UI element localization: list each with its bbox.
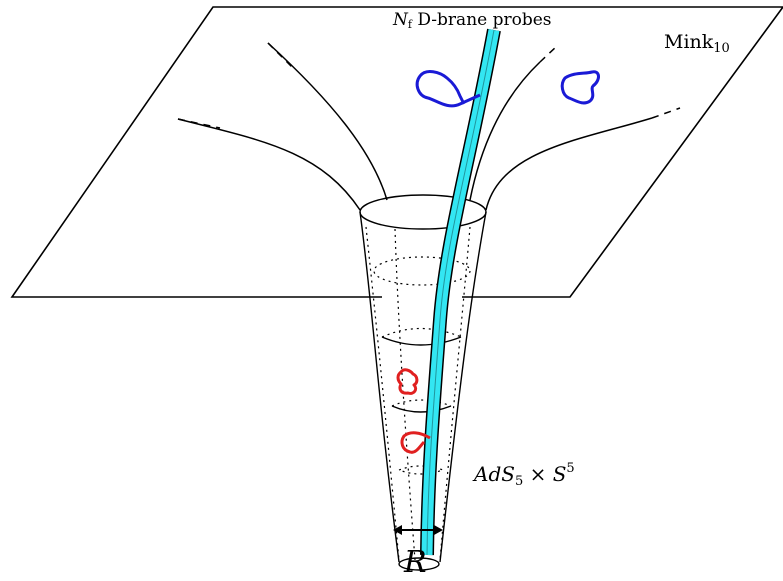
throat-mask (382, 292, 462, 302)
warped-line-left-mid (268, 43, 387, 200)
warped-line-left-outer (178, 119, 360, 210)
throat-outline-left (360, 212, 399, 562)
radius-label: R (403, 545, 427, 580)
radius-arrow (393, 525, 443, 535)
warped-lines (178, 43, 652, 210)
throat-rim (360, 195, 486, 229)
red-loop-closed (398, 370, 417, 394)
probes-label: Nf D-brane probes (392, 10, 552, 31)
minkowski-label: Mink10 (664, 31, 730, 56)
warped-line-dashes (178, 43, 680, 128)
warped-line-right-outer (486, 118, 652, 210)
ads-label: AdS5 × S5 (472, 461, 575, 489)
blue-loop-closed (562, 72, 598, 103)
blue-loop-open (417, 72, 480, 106)
throat-dotted (366, 227, 470, 560)
throat-ring-4-front (392, 406, 451, 412)
throat-ring-3-front (382, 337, 461, 345)
